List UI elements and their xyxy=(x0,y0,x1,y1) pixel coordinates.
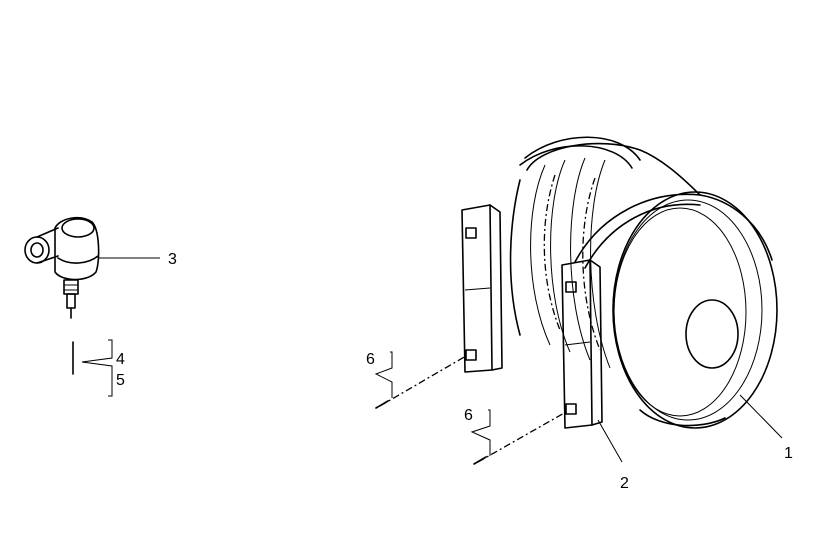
bracket-6-lower xyxy=(470,409,491,456)
mounting-bolts-part xyxy=(375,355,567,465)
sensor-connector-part xyxy=(24,216,100,375)
callout-4: 4 xyxy=(116,351,125,368)
bracket-6-upper xyxy=(374,351,393,398)
callout-3: 3 xyxy=(168,251,177,268)
leader-line-1 xyxy=(739,394,783,439)
callout-5: 5 xyxy=(116,372,125,389)
bracket-4-5 xyxy=(81,339,113,397)
air-filter-part xyxy=(509,136,778,429)
callout-2: 2 xyxy=(620,475,629,492)
leader-line-2 xyxy=(597,419,623,463)
callout-6-lower: 6 xyxy=(464,407,473,424)
callout-1: 1 xyxy=(784,445,793,462)
callout-6-upper: 6 xyxy=(366,351,375,368)
mounting-bracket-part xyxy=(461,193,773,429)
